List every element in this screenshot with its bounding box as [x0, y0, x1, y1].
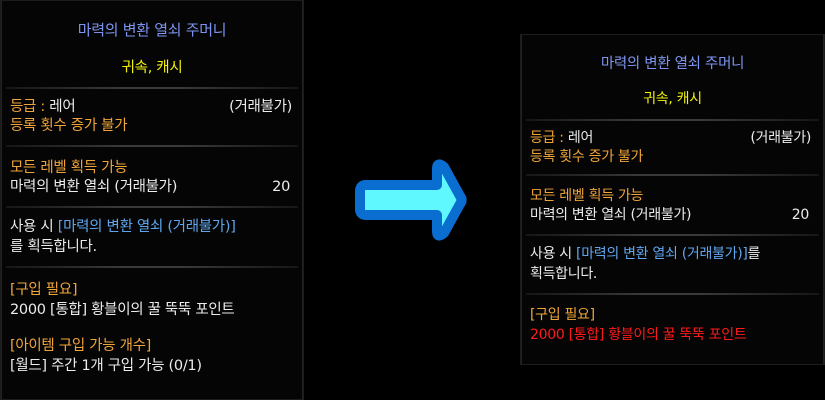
separator [6, 87, 298, 89]
obtain-quantity: 20 [272, 179, 290, 195]
grade-label: 등급 : [530, 130, 568, 146]
purchase-label: [구입 필요] [530, 307, 595, 323]
item-flags: 귀속, 캐시 [643, 91, 702, 107]
purchase-value-insufficient: 2000 [통합] 황블이의 꿀 뚝뚝 포인트 [530, 327, 747, 343]
obtain-label: 모든 레벨 획득 가능 [530, 188, 644, 204]
separator [526, 174, 819, 176]
obtain-quantity: 20 [791, 207, 810, 223]
purchase-value: 2000 [통합] 황블이의 꿀 뚝뚝 포인트 [10, 302, 235, 318]
register-note: 등록 횟수 증가 불가 [10, 118, 128, 134]
grade-value: 레어 [567, 130, 594, 146]
separator [526, 293, 819, 295]
grade-line: 등급 : 레어 [530, 129, 593, 148]
use-prefix: 사용 시 [10, 219, 58, 235]
separator [6, 266, 298, 268]
grade-label: 등급 : [10, 99, 50, 115]
separator [6, 206, 298, 208]
use-item-link[interactable]: [마력의 변환 열쇠 (거래불가)] [57, 219, 236, 235]
grade-line: 등급 : 레어 [10, 98, 76, 117]
separator [6, 145, 298, 147]
purchase-section: [구입 필요] 2000 [통합] 황블이의 꿀 뚝뚝 포인트 [520, 305, 825, 345]
item-tooltip-before: 마력의 변환 열쇠 주머니 귀속, 캐시 등급 : 레어 (거래불가) 등록 횟… [0, 0, 304, 400]
obtain-section: 모든 레벨 획득 가능 마력의 변환 열쇠 (거래불가) 20 [520, 187, 825, 225]
grade-section: 등급 : 레어 (거래불가) 등록 횟수 증가 불가 [520, 129, 825, 167]
grade-section: 등급 : 레어 (거래불가) 등록 횟수 증가 불가 [0, 98, 304, 136]
trade-status: (거래불가) [229, 99, 292, 115]
limit-value: [월드] 주간 1개 구입 가능 (0/1) [10, 358, 202, 374]
item-title: 마력의 변환 열쇠 주머니 [77, 21, 227, 39]
right-arrow-icon [355, 159, 467, 241]
separator [526, 119, 819, 121]
separator [526, 234, 819, 236]
obtain-item: 마력의 변환 열쇠 (거래불가) [10, 179, 178, 195]
obtain-item: 마력의 변환 열쇠 (거래불가) [530, 207, 692, 223]
obtain-section: 모든 레벨 획득 가능 마력의 변환 열쇠 (거래불가) 20 [0, 159, 304, 197]
trade-status: (거래불가) [750, 130, 811, 146]
obtain-label: 모든 레벨 획득 가능 [10, 160, 128, 176]
use-suffix: 를 획득합니다. [10, 239, 97, 255]
item-flags: 귀속, 캐시 [121, 60, 183, 76]
use-section: 사용 시 [마력의 변환 열쇠 (거래불가)] 를 획득합니다. [0, 217, 304, 257]
limit-label: [아이템 구입 가능 개수] [10, 338, 152, 354]
use-suffix: 를 [747, 246, 761, 262]
item-tooltip-after: 마력의 변환 열쇠 주머니 귀속, 캐시 등급 : 레어 (거래불가) 등록 횟… [520, 34, 825, 365]
limit-section: [아이템 구입 가능 개수] [월드] 주간 1개 구입 가능 (0/1) [0, 336, 304, 376]
purchase-label: [구입 필요] [10, 282, 78, 298]
use-section: 사용 시 [마력의 변환 열쇠 (거래불가)]를 획득합니다. [520, 244, 825, 284]
use-item-link[interactable]: [마력의 변환 열쇠 (거래불가)] [576, 246, 748, 262]
purchase-section: [구입 필요] 2000 [통합] 황블이의 꿀 뚝뚝 포인트 [0, 280, 304, 320]
use-line2: 획득합니다. [530, 266, 598, 282]
item-title: 마력의 변환 열쇠 주머니 [600, 56, 745, 72]
register-note: 등록 횟수 증가 불가 [530, 149, 644, 165]
use-prefix: 사용 시 [530, 246, 577, 262]
grade-value: 레어 [49, 99, 76, 115]
